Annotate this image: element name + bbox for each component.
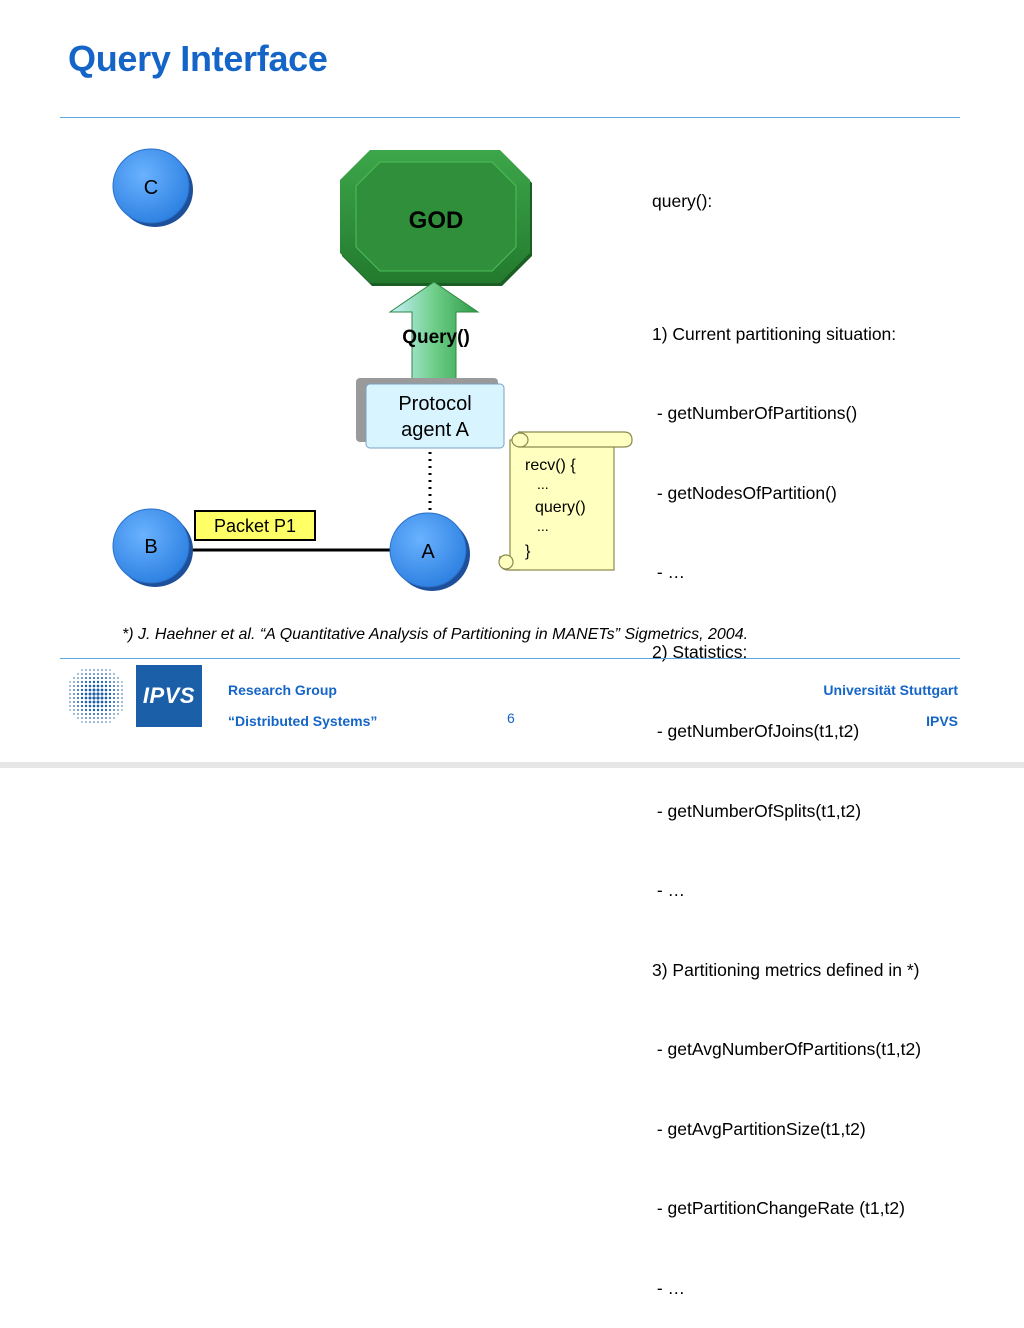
scroll-line-3: query() [535,499,586,516]
research-group-label: Research Group [228,682,337,698]
protocol-agent-box: Protocol agent A [356,378,505,449]
list-item: - getNodesOfPartition() [652,482,837,503]
node-b-label: B [144,536,157,558]
node-a-label: A [421,541,435,563]
query-call-label: Query() [402,327,470,348]
title-divider [60,117,960,118]
scroll-line-5: } [525,543,531,560]
list-item: 1) Current partitioning situation: [652,323,897,344]
list-item: - getNumberOfSplits(t1,t2) [652,800,862,821]
scroll-line-4: ... [537,518,549,534]
list-item: - … [652,880,686,900]
node-c: C [112,148,193,227]
list-item: 2) Statistics: [652,641,748,662]
scroll-line-2: ... [537,476,549,492]
query-method-list: query(): 1) Current partitioning situati… [652,135,921,1328]
list-item: query(): [652,191,713,211]
dot-logo-icon [69,669,123,723]
list-item: - … [652,562,686,582]
page-number: 6 [507,710,515,726]
research-group-name: “Distributed Systems” [228,713,378,729]
institute-name: IPVS [926,713,958,729]
node-c-label: C [144,177,158,199]
node-b: B [112,508,193,587]
packet-p1: Packet P1 [194,510,316,541]
architecture-diagram: C GOD Query() Protocol agent A Packet P1… [112,148,633,591]
god-label: GOD [409,207,464,234]
list-item: - getAvgNumberOfPartitions(t1,t2) [652,1039,922,1059]
list-item: - getAvgPartitionSize(t1,t2) [652,1118,866,1139]
list-item: - getNumberOfPartitions() [652,403,858,423]
footnote: *) J. Haehner et al. “A Quantitative Ana… [122,626,749,643]
packet-p1-label: Packet P1 [214,516,296,536]
list-item: - getPartitionChangeRate (t1,t2) [652,1198,905,1218]
list-item: - getNumberOfJoins(t1,t2) [652,721,860,741]
university-name: Universität Stuttgart [823,682,958,698]
node-a: A [389,512,470,591]
list-item: 3) Partitioning metrics defined in *) [652,959,920,980]
list-item: - … [652,1277,686,1298]
protocol-agent-line2: agent A [401,419,470,441]
footer-divider [60,658,960,659]
protocol-agent-line1: Protocol [398,393,471,415]
scroll-line-1: recv() { [525,457,576,474]
ipvs-logo: IPVS [136,665,202,727]
code-scroll: recv() { ... query() ... } [498,431,633,571]
bottom-strip [0,762,1024,768]
god-entity: GOD [340,150,532,286]
page-title: Query Interface [68,38,328,79]
